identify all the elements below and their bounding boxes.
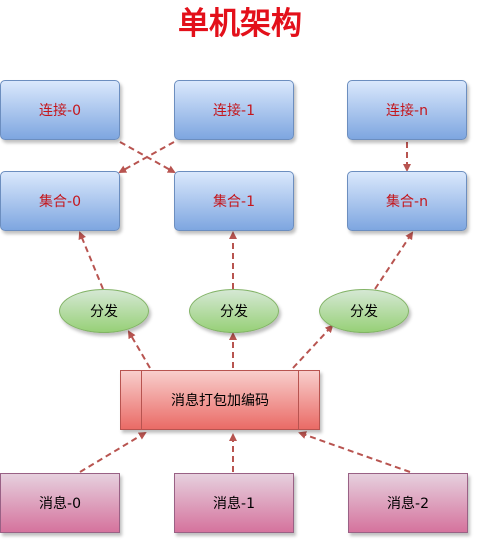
- node-set-0[interactable]: 集合-0: [0, 171, 120, 231]
- arrow-dispatch0-set0: [78, 231, 104, 290]
- node-label: 消息-0: [39, 496, 81, 512]
- node-connection-n[interactable]: 连接-n: [347, 80, 467, 140]
- node-label: 分发: [90, 304, 118, 320]
- node-label: 消息-1: [213, 496, 255, 512]
- node-label: 分发: [220, 304, 248, 320]
- node-message-0[interactable]: 消息-0: [0, 473, 120, 533]
- arrow-conn1-set0: [118, 141, 175, 173]
- arrow-encoder-dispatch2: [292, 324, 334, 369]
- arrow-msg0-encoder: [79, 431, 147, 473]
- node-dispatch-0[interactable]: 分发: [59, 289, 149, 333]
- node-message-1[interactable]: 消息-1: [174, 473, 294, 533]
- node-label: 集合-0: [39, 194, 81, 210]
- diagram-title: 单机架构: [178, 6, 302, 42]
- node-label: 分发: [350, 304, 378, 320]
- node-label: 集合-1: [213, 194, 255, 210]
- node-connection-0[interactable]: 连接-0: [0, 80, 120, 140]
- node-label: 消息-2: [387, 496, 429, 512]
- encoder-divider-left: [141, 371, 142, 429]
- node-message-2[interactable]: 消息-2: [348, 473, 468, 533]
- node-label: 集合-n: [386, 194, 428, 210]
- node-label: 连接-1: [213, 103, 255, 119]
- arrow-msg2-encoder: [298, 431, 411, 473]
- arrow-dispatch2-setn: [374, 231, 414, 290]
- node-dispatch-2[interactable]: 分发: [319, 289, 409, 333]
- node-encoder[interactable]: 消息打包加编码: [120, 370, 320, 430]
- encoder-divider-right: [298, 371, 299, 429]
- node-label: 消息打包加编码: [171, 393, 269, 409]
- node-set-n[interactable]: 集合-n: [347, 171, 467, 231]
- arrow-encoder-dispatch0: [127, 330, 151, 369]
- node-label: 连接-n: [386, 103, 428, 119]
- node-dispatch-1[interactable]: 分发: [189, 289, 279, 333]
- node-set-1[interactable]: 集合-1: [174, 171, 294, 231]
- node-label: 连接-0: [39, 103, 81, 119]
- node-connection-1[interactable]: 连接-1: [174, 80, 294, 140]
